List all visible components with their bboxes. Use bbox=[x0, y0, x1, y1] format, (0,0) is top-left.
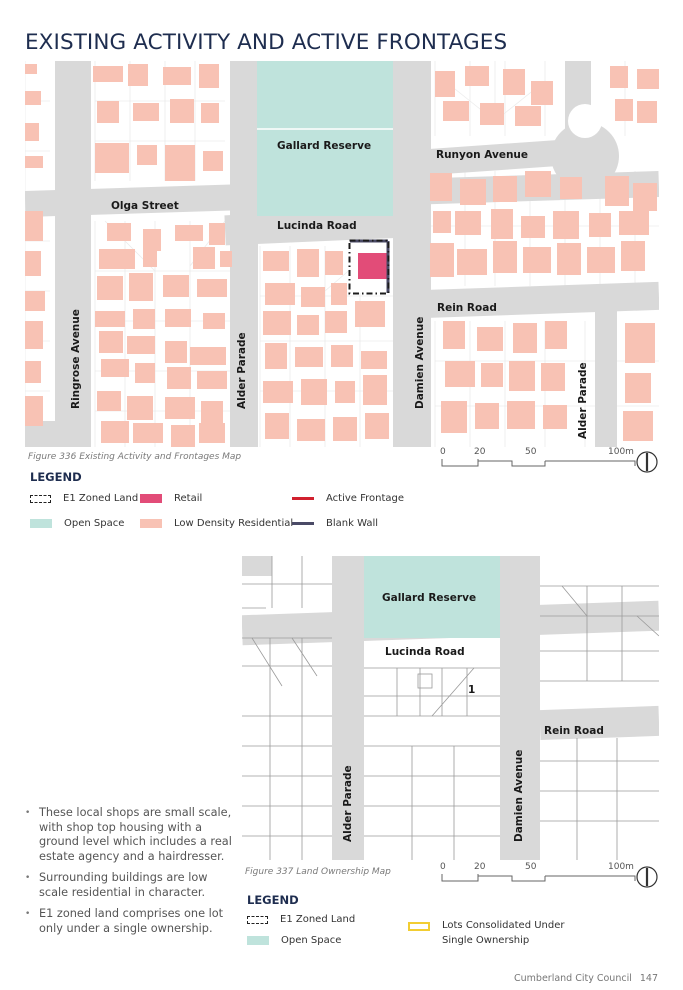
land-ownership-map-graphic bbox=[242, 556, 659, 860]
blank-wall-swatch bbox=[292, 522, 314, 525]
legend-retail: Retail bbox=[140, 493, 202, 504]
figure-336-caption: Figure 336 Existing Activity and Frontag… bbox=[28, 452, 242, 462]
map1-label-alder-parade-left: Alder Parade bbox=[236, 332, 248, 409]
map2-label-gallard-reserve: Gallard Reserve bbox=[382, 592, 477, 604]
scale-tick-50: 50 bbox=[525, 447, 537, 457]
legend-blank-wall: Blank Wall bbox=[292, 518, 378, 529]
scale-tick-0: 0 bbox=[440, 862, 446, 872]
legend-e1-zoned-land: E1 Zoned Land bbox=[247, 914, 355, 925]
existing-activity-map: Gallard Reserve Runyon Avenue Olga Stree… bbox=[25, 61, 659, 447]
scale-tick-100: 100m bbox=[608, 447, 634, 457]
retail-building bbox=[358, 253, 388, 279]
lots-consolidated-swatch bbox=[408, 922, 430, 931]
map2-legend-title: LEGEND bbox=[247, 893, 299, 907]
bullet-item: E1 zoned land comprises one lot only und… bbox=[25, 907, 235, 936]
scale-tick-50: 50 bbox=[525, 862, 537, 872]
figure-337-caption: Figure 337 Land Ownership Map bbox=[245, 867, 391, 877]
map1-label-runyon-avenue: Runyon Avenue bbox=[436, 149, 529, 161]
north-arrow-icon bbox=[636, 451, 658, 473]
legend-low-density-residential: Low Density Residential bbox=[140, 518, 293, 529]
scale-bar-graphic bbox=[441, 459, 636, 467]
map1-label-gallard-reserve: Gallard Reserve bbox=[277, 140, 372, 152]
low-density-residential-buildings bbox=[25, 64, 659, 447]
road-network bbox=[242, 556, 659, 860]
open-space-gallard-reserve bbox=[364, 556, 500, 638]
legend-active-frontage: Active Frontage bbox=[292, 493, 404, 504]
summary-bullet-list: These local shops are small scale, with … bbox=[25, 806, 235, 943]
page-number: 147 bbox=[639, 973, 658, 984]
map1-label-rein-road: Rein Road bbox=[437, 302, 497, 314]
north-arrow-icon bbox=[636, 866, 658, 888]
ldr-swatch bbox=[140, 519, 162, 528]
map1-label-lucinda-road: Lucinda Road bbox=[277, 220, 357, 232]
land-ownership-map: Gallard Reserve Lucinda Road 1 Rein Road… bbox=[242, 556, 659, 860]
open-space-swatch bbox=[30, 519, 52, 528]
map2-label-damien-avenue: Damien Avenue bbox=[513, 749, 525, 842]
map1-label-damien-avenue: Damien Avenue bbox=[414, 316, 426, 409]
map2-label-rein-road: Rein Road bbox=[544, 725, 604, 737]
scale-tick-0: 0 bbox=[440, 447, 446, 457]
scale-bar-graphic bbox=[441, 874, 636, 882]
open-space-swatch bbox=[247, 936, 269, 945]
map1-scale-bar: 0 20 50 100m bbox=[440, 447, 658, 477]
e1-zone-boundary bbox=[348, 239, 390, 295]
page-title: EXISTING ACTIVITY AND ACTIVE FRONTAGES bbox=[25, 30, 508, 55]
map1-label-olga-street: Olga Street bbox=[111, 200, 179, 212]
e1-swatch bbox=[247, 915, 268, 924]
map1-legend-title: LEGEND bbox=[30, 470, 82, 484]
scale-tick-20: 20 bbox=[474, 447, 486, 457]
map2-label-alder-parade: Alder Parade bbox=[342, 765, 354, 842]
legend-open-space: Open Space bbox=[247, 935, 341, 946]
map1-label-ringrose-avenue: Ringrose Avenue bbox=[70, 309, 82, 409]
page-footer: Cumberland City Council 147 bbox=[514, 973, 658, 984]
legend-e1-zoned-land: E1 Zoned Land bbox=[30, 493, 138, 504]
parcel-lines bbox=[242, 556, 659, 860]
lot-1-outline bbox=[417, 673, 433, 689]
map1-label-alder-parade-right: Alder Parade bbox=[577, 362, 589, 439]
e1-swatch bbox=[30, 494, 51, 503]
footer-organisation: Cumberland City Council bbox=[514, 973, 632, 984]
legend-open-space: Open Space bbox=[30, 518, 124, 529]
scale-tick-20: 20 bbox=[474, 862, 486, 872]
map2-label-lucinda-road: Lucinda Road bbox=[385, 646, 465, 658]
scale-tick-100: 100m bbox=[608, 862, 634, 872]
map2-scale-bar: 0 20 50 100m bbox=[440, 862, 658, 892]
existing-activity-map-graphic bbox=[25, 61, 659, 447]
retail-swatch bbox=[140, 494, 162, 503]
bullet-item: These local shops are small scale, with … bbox=[25, 806, 235, 864]
roundabout-island bbox=[568, 104, 602, 138]
active-frontage-swatch bbox=[292, 497, 314, 500]
bullet-item: Surrounding buildings are low scale resi… bbox=[25, 871, 235, 900]
map2-label-lot-number: 1 bbox=[468, 684, 476, 696]
open-space-gallard-reserve bbox=[257, 61, 393, 216]
